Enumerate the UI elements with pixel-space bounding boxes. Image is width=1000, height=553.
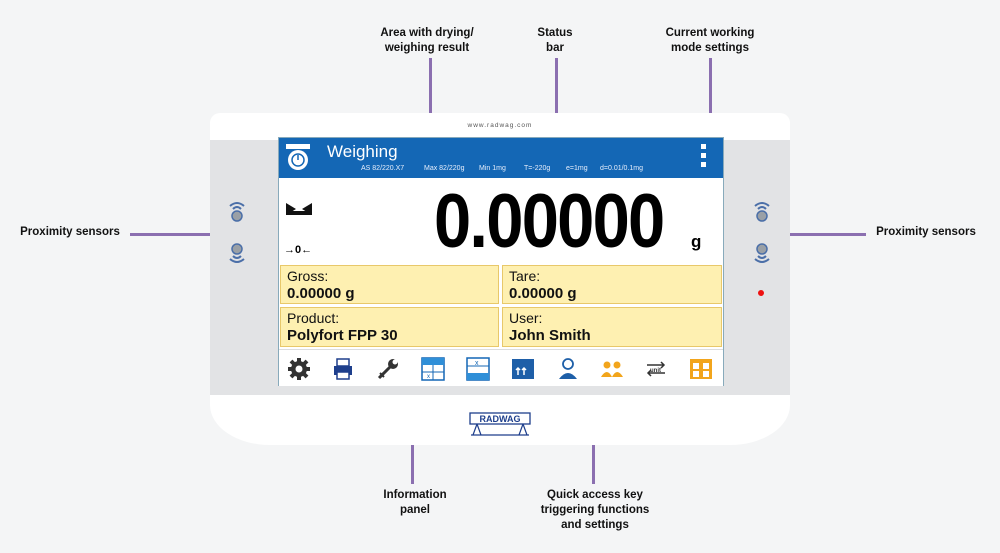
info-user: User: John Smith <box>502 307 722 347</box>
proximity-sensor-left-top[interactable] <box>225 198 249 222</box>
tare-icon[interactable] <box>511 357 535 381</box>
quick-access-toolbar: x x unit <box>279 349 723 386</box>
info-label: Gross: <box>287 268 329 284</box>
svg-text:unit: unit <box>650 368 661 374</box>
callout-information-panel: Information panel <box>383 489 447 516</box>
min-label: Min 1mg <box>479 165 506 172</box>
proximity-sensor-left-bottom[interactable] <box>225 243 249 267</box>
brand-text: RADWAG <box>480 414 521 424</box>
callout-working-mode: Current working mode settings <box>665 27 755 54</box>
device-url: www.radwag.com <box>467 122 533 129</box>
tare-range-label: T=-220g <box>524 165 551 172</box>
info-label: Tare: <box>509 268 541 284</box>
leader-working-mode <box>709 58 712 153</box>
callout-proximity-left: Proximity sensors <box>20 226 120 238</box>
info-label: User: <box>509 310 543 326</box>
model-label: AS 82/220.X7 <box>361 165 405 172</box>
gear-icon[interactable] <box>287 357 311 381</box>
info-value: 0.00000 g <box>287 285 355 302</box>
info-value: John Smith <box>509 327 591 344</box>
max-label: Max 82/220g <box>424 165 465 172</box>
users-icon[interactable] <box>600 357 624 381</box>
info-value: Polyfort FPP 30 <box>287 327 398 344</box>
balance-screen: Weighing AS 82/220.X7 Max 82/220g Min 1m… <box>278 137 724 386</box>
result-area: →0← 0.00000 g <box>279 178 723 264</box>
proximity-sensor-right-top[interactable] <box>750 198 774 222</box>
proximity-sensor-right-bottom[interactable] <box>750 243 774 267</box>
leader-proximity-left <box>130 233 228 236</box>
callout-status-bar: Status bar <box>537 27 573 54</box>
radwag-logo: RADWAG <box>469 412 531 436</box>
zero-indicator: →0← <box>284 244 313 256</box>
info-product: Product: Polyfort FPP 30 <box>280 307 499 347</box>
readability-label: d=0.01/0.1mg <box>600 165 644 172</box>
info-value: 0.00000 g <box>509 285 577 302</box>
info-tare: Tare: 0.00000 g <box>502 265 722 304</box>
verification-interval-label: e=1mg <box>566 165 588 172</box>
status-bar: Weighing AS 82/220.X7 Max 82/220g Min 1m… <box>279 138 723 178</box>
leader-proximity-right <box>772 233 866 236</box>
grid-icon-1[interactable]: x <box>421 357 445 381</box>
weight-unit: g <box>691 232 702 251</box>
info-label: Product: <box>287 310 340 326</box>
weight-reading: 0.00000 <box>434 179 665 264</box>
weighing-scale-icon <box>286 144 310 170</box>
wrench-icon[interactable] <box>376 357 400 381</box>
user-icon[interactable] <box>556 357 580 381</box>
device-top-panel: www.radwag.com <box>210 113 790 140</box>
mode-title: Weighing <box>327 142 398 161</box>
leader-status-bar <box>555 58 558 153</box>
status-led <box>758 290 764 296</box>
database-icon[interactable] <box>689 357 713 381</box>
grid-icon-2[interactable]: x <box>466 357 490 381</box>
callout-result-area: Area with drying/ weighing result <box>380 27 474 54</box>
callout-quick-access: Quick access key triggering functions an… <box>540 489 650 531</box>
device-bottom-panel: RADWAG <box>210 395 790 445</box>
mode-settings-menu-icon[interactable] <box>701 144 707 172</box>
stability-indicator-icon <box>286 203 312 215</box>
printer-icon[interactable] <box>331 357 355 381</box>
svg-text:x: x <box>475 360 479 367</box>
info-gross: Gross: 0.00000 g <box>280 265 499 304</box>
unit-icon[interactable]: unit <box>644 357 668 381</box>
svg-text:x: x <box>427 374 430 380</box>
callout-proximity-right: Proximity sensors <box>876 226 976 238</box>
